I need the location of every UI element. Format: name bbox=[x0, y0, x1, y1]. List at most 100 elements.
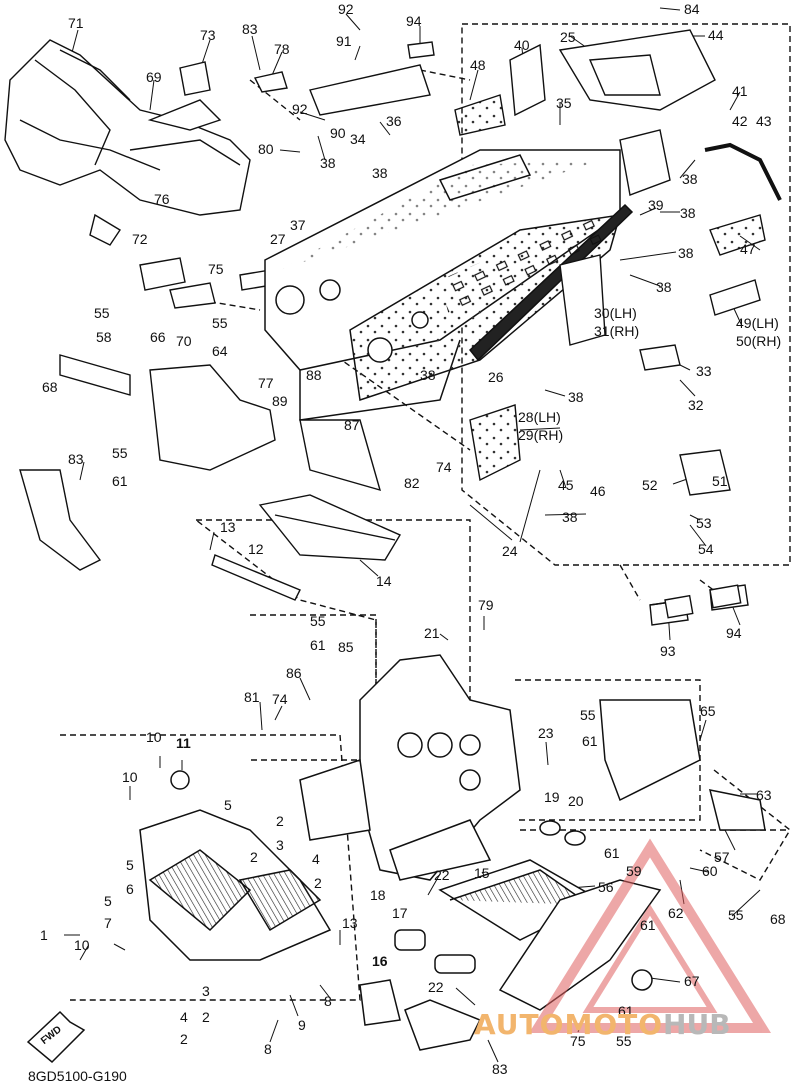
part-callout-2c: 2 bbox=[314, 875, 322, 891]
part-callout-12: 12 bbox=[248, 541, 264, 557]
part-callout-27: 27 bbox=[270, 231, 286, 247]
part-callout-90: 90 bbox=[330, 125, 346, 141]
part-callout-93: 93 bbox=[660, 643, 676, 659]
part-callout-33: 33 bbox=[696, 363, 712, 379]
part-callout-3a: 3 bbox=[276, 837, 284, 853]
part-callout-91: 91 bbox=[336, 33, 352, 49]
part-callout-69: 69 bbox=[146, 69, 162, 85]
part-callout-61a: 61 bbox=[112, 473, 128, 489]
part-callout-4a: 4 bbox=[312, 851, 320, 867]
part-callout-83b: 83 bbox=[68, 451, 84, 467]
part-callout-52: 52 bbox=[642, 477, 658, 493]
part-callout-59: 59 bbox=[626, 863, 642, 879]
part-callout-38d: 38 bbox=[680, 205, 696, 221]
logo-auto: AUTO bbox=[474, 1008, 565, 1041]
part-callout-19: 19 bbox=[544, 789, 560, 805]
part-callout-32: 32 bbox=[688, 397, 704, 413]
part-callout-49: 49(LH) bbox=[736, 315, 779, 331]
part-callout-1: 1 bbox=[40, 927, 48, 943]
part-callout-45: 45 bbox=[558, 477, 574, 493]
part-callout-61b: 61 bbox=[310, 637, 326, 653]
part-callout-28: 28(LH) bbox=[518, 409, 561, 425]
part-callout-92a: 92 bbox=[338, 1, 354, 17]
fwd-arrow bbox=[26, 1010, 86, 1064]
part-callout-68b: 68 bbox=[770, 911, 786, 927]
part-callout-74a: 74 bbox=[436, 459, 452, 475]
part-callout-34: 34 bbox=[350, 131, 366, 147]
part-callout-37: 37 bbox=[290, 217, 306, 233]
part-callout-88: 88 bbox=[306, 367, 322, 383]
part-callout-72: 72 bbox=[132, 231, 148, 247]
part-callout-94a: 94 bbox=[406, 13, 422, 29]
part-callout-2b: 2 bbox=[250, 849, 258, 865]
automotohub-logo: AUTOMOTOHUB bbox=[474, 1008, 731, 1041]
part-callout-55a: 55 bbox=[94, 305, 110, 321]
part-callout-73: 73 bbox=[200, 27, 216, 43]
part-callout-24: 24 bbox=[502, 543, 518, 559]
part-callout-74b: 74 bbox=[272, 691, 288, 707]
part-callout-10c: 10 bbox=[74, 937, 90, 953]
part-callout-40: 40 bbox=[514, 37, 530, 53]
part-callout-87: 87 bbox=[344, 417, 360, 433]
part-callout-36: 36 bbox=[386, 113, 402, 129]
part-callout-5c: 5 bbox=[104, 893, 112, 909]
part-callout-55c: 55 bbox=[112, 445, 128, 461]
part-callout-22b: 22 bbox=[428, 979, 444, 995]
part-callout-79: 79 bbox=[478, 597, 494, 613]
part-callout-58: 58 bbox=[96, 329, 112, 345]
part-callout-17: 17 bbox=[392, 905, 408, 921]
part-callout-56: 56 bbox=[598, 879, 614, 895]
part-callout-61d: 61 bbox=[604, 845, 620, 861]
part-callout-84: 84 bbox=[684, 1, 700, 17]
part-callout-23: 23 bbox=[538, 725, 554, 741]
part-callout-43: 43 bbox=[756, 113, 772, 129]
part-callout-25: 25 bbox=[560, 29, 576, 45]
part-callout-78: 78 bbox=[274, 41, 290, 57]
part-callout-30: 30(LH) bbox=[594, 305, 637, 321]
part-callout-35: 35 bbox=[556, 95, 572, 111]
part-callout-7: 7 bbox=[104, 915, 112, 931]
part-callout-61c: 61 bbox=[582, 733, 598, 749]
part-callout-92b: 92 bbox=[292, 101, 308, 117]
part-callout-60: 60 bbox=[702, 863, 718, 879]
part-callout-51: 51 bbox=[712, 473, 728, 489]
part-callout-55b: 55 bbox=[212, 315, 228, 331]
part-callout-46: 46 bbox=[590, 483, 606, 499]
part-callout-75b: 75 bbox=[570, 1033, 586, 1049]
part-callout-15: 15 bbox=[474, 865, 490, 881]
part-callout-61e: 61 bbox=[640, 917, 656, 933]
part-callout-55g: 55 bbox=[616, 1033, 632, 1049]
part-callout-85: 85 bbox=[338, 639, 354, 655]
part-callout-38g: 38 bbox=[420, 367, 436, 383]
part-callout-21: 21 bbox=[424, 625, 440, 641]
part-callout-94b: 94 bbox=[726, 625, 742, 641]
part-callout-83a: 83 bbox=[242, 21, 258, 37]
part-callout-42: 42 bbox=[732, 113, 748, 129]
part-callout-2a: 2 bbox=[276, 813, 284, 829]
part-callout-5b: 5 bbox=[126, 857, 134, 873]
part-callout-55e: 55 bbox=[580, 707, 596, 723]
part-callout-8b: 8 bbox=[264, 1041, 272, 1057]
part-callout-2e: 2 bbox=[180, 1031, 188, 1047]
part-callout-38b: 38 bbox=[372, 165, 388, 181]
part-callout-81: 81 bbox=[244, 689, 260, 705]
part-callout-55f: 55 bbox=[728, 907, 744, 923]
part-callout-89: 89 bbox=[272, 393, 288, 409]
part-callout-4b: 4 bbox=[180, 1009, 188, 1025]
part-callout-68a: 68 bbox=[42, 379, 58, 395]
part-callout-57: 57 bbox=[714, 849, 730, 865]
part-callout-38h: 38 bbox=[568, 389, 584, 405]
part-callout-70: 70 bbox=[176, 333, 192, 349]
part-callout-61f: 61 bbox=[618, 1003, 634, 1019]
part-callout-53: 53 bbox=[696, 515, 712, 531]
part-callout-38c: 38 bbox=[682, 171, 698, 187]
part-callout-11: 11 bbox=[176, 735, 191, 751]
part-callout-38f: 38 bbox=[656, 279, 672, 295]
watermark-triangle bbox=[529, 838, 771, 1033]
part-callout-48: 48 bbox=[470, 57, 486, 73]
part-callout-64: 64 bbox=[212, 343, 228, 359]
front-frame-casting bbox=[299, 654, 521, 881]
front-suspension-frame bbox=[139, 770, 332, 961]
